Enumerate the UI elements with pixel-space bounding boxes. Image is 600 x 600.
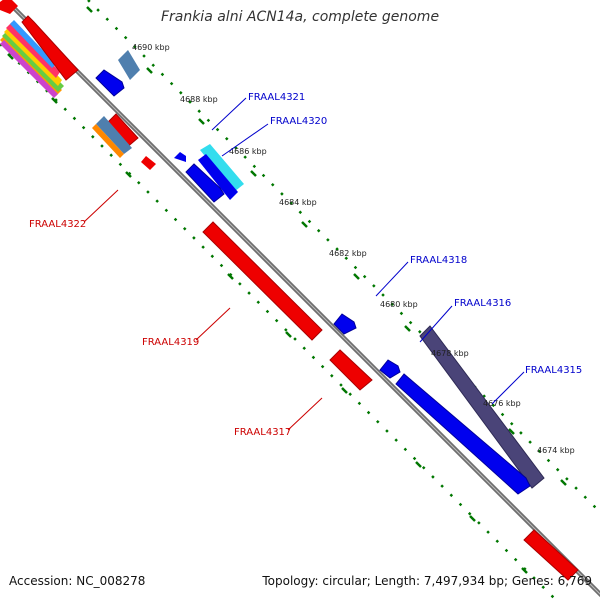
forward-gene-arrows <box>95 69 531 495</box>
genome-backbone <box>4 0 600 598</box>
map-title: Frankia alni ACN14a, complete genome <box>160 9 440 25</box>
gene-label-fraal4318: FRAAL4318 <box>410 255 467 266</box>
gene-labels: FRAAL4321 FRAAL4320 FRAAL4318 FRAAL4316 … <box>29 92 582 438</box>
inner-track-dashes <box>7 53 528 574</box>
gene-label-fraal4315: FRAAL4315 <box>525 365 582 376</box>
accession-label: Accession: NC_008278 <box>9 574 146 588</box>
tick-label-4682: 4682 kbp <box>329 249 367 258</box>
gene-label-fraal4319: FRAAL4319 <box>142 337 199 348</box>
tick-label-4680: 4680 kbp <box>380 300 418 309</box>
tick-label-4676: 4676 kbp <box>483 399 521 408</box>
multicolor-feature-stack <box>0 20 64 98</box>
tick-labels: 4690 kbp 4688 kbp 4686 kbp 4684 kbp 4682… <box>132 43 575 455</box>
gene-label-fraal4320: FRAAL4320 <box>270 116 327 127</box>
tick-label-4674: 4674 kbp <box>537 446 575 455</box>
colored-feature-bands <box>92 50 545 489</box>
tick-label-4684: 4684 kbp <box>279 198 317 207</box>
reverse-gene-arrows <box>0 0 579 581</box>
gene-label-fraal4317: FRAAL4317 <box>234 427 291 438</box>
tick-label-4690: 4690 kbp <box>132 43 170 52</box>
tick-label-4686: 4686 kbp <box>229 147 267 156</box>
outer-track-dashes <box>86 6 567 486</box>
label-leader-lines <box>83 97 525 431</box>
gene-label-fraal4316: FRAAL4316 <box>454 298 511 309</box>
gene-label-fraal4321: FRAAL4321 <box>248 92 305 103</box>
tick-label-4678: 4678 kbp <box>431 349 469 358</box>
inner-dotted-track <box>0 43 557 600</box>
gene-label-fraal4322: FRAAL4322 <box>29 219 86 230</box>
tick-label-4688: 4688 kbp <box>180 95 218 104</box>
genome-summary: Topology: circular; Length: 7,497,934 bp… <box>262 574 592 588</box>
